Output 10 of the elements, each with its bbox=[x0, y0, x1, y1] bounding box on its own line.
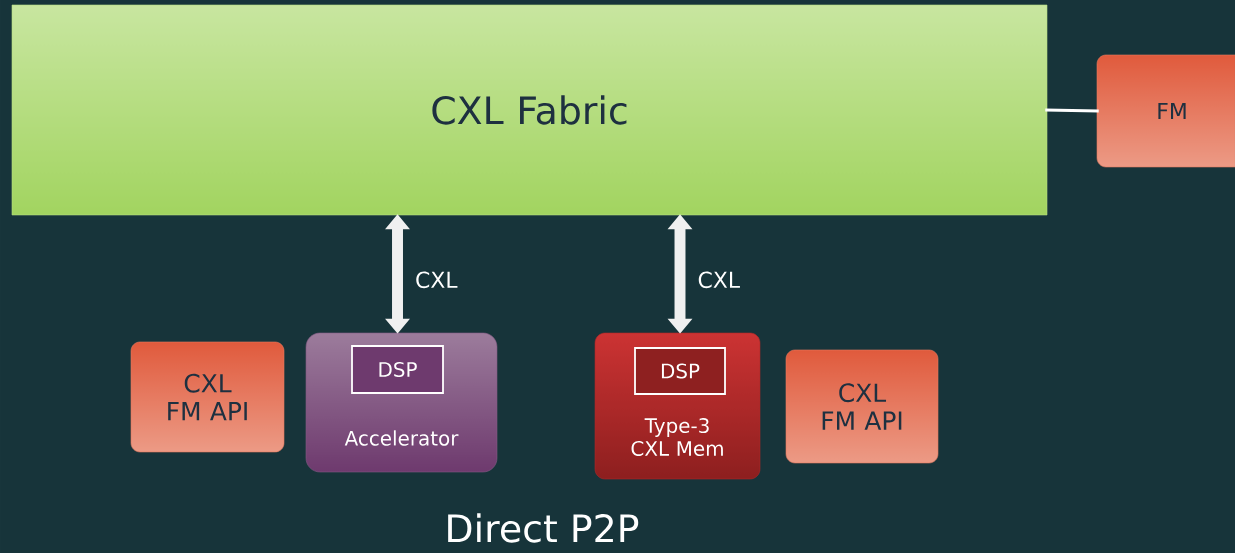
connector-line bbox=[1045, 108, 1099, 113]
fabric-box: CXL Fabric bbox=[11, 4, 1048, 216]
dsp-box: DSP bbox=[351, 345, 444, 394]
edge-label: CXL bbox=[698, 271, 740, 289]
edge-label: CXL bbox=[416, 271, 458, 289]
dsp-box: DSP bbox=[634, 347, 726, 395]
manager-box: FM bbox=[1096, 54, 1235, 168]
api-box: CXL FM API bbox=[130, 341, 285, 453]
api-box: CXL FM API bbox=[785, 349, 939, 464]
caption: Direct P2P bbox=[448, 513, 639, 543]
